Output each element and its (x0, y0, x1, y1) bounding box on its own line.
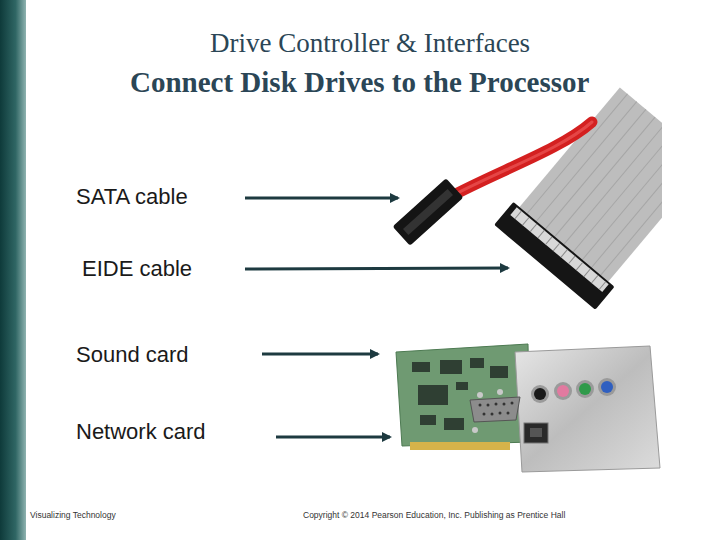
slide-subtitle: Connect Disk Drives to the Processor (130, 66, 589, 99)
side-band (0, 0, 26, 540)
footer-copyright: Copyright © 2014 Pearson Education, Inc.… (303, 510, 565, 520)
part-label: Sound card (76, 342, 189, 368)
leader-arrows (245, 198, 508, 437)
expansion-card (396, 344, 660, 472)
part-label: EIDE cable (82, 256, 192, 282)
part-label: Network card (76, 419, 206, 445)
sata-cable (393, 122, 592, 246)
part-label: SATA cable (76, 184, 188, 210)
footer-note: Visualizing Technology (30, 510, 116, 520)
slide-title: Drive Controller & Interfaces (210, 28, 530, 59)
